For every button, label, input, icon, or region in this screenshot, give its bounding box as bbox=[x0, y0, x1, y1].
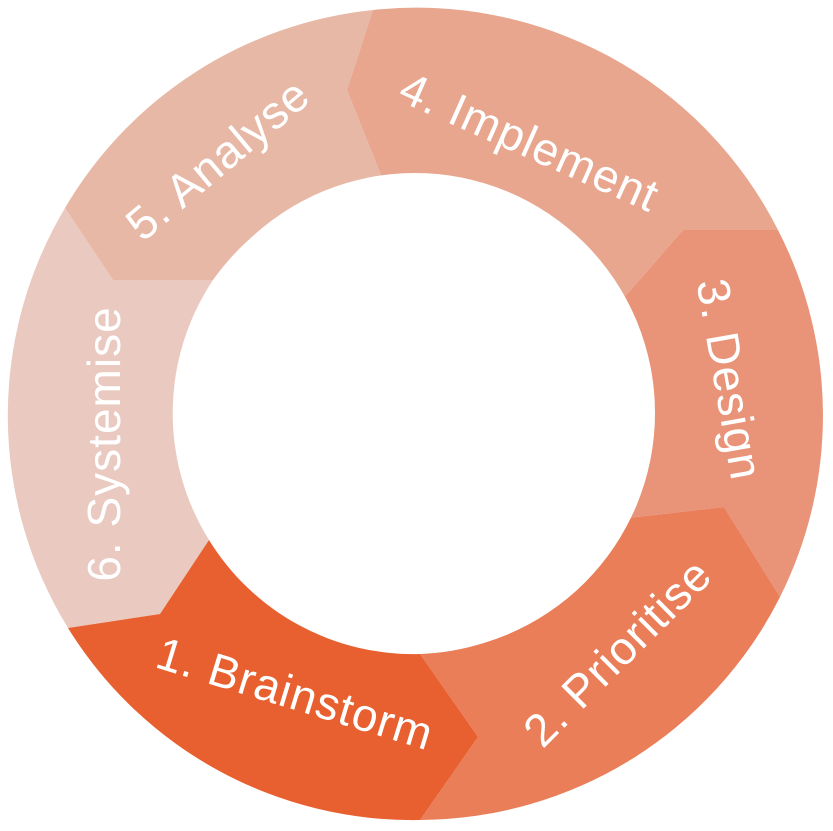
segment-systemise bbox=[7, 208, 214, 628]
center-hole bbox=[175, 173, 655, 653]
segment-design bbox=[622, 230, 823, 597]
segment-brainstorm bbox=[68, 540, 478, 821]
segment-implement bbox=[347, 7, 778, 300]
segment-prioritise bbox=[420, 507, 780, 820]
segment-analyse bbox=[65, 10, 383, 280]
label-systemise: 6. Systemise bbox=[78, 306, 130, 581]
